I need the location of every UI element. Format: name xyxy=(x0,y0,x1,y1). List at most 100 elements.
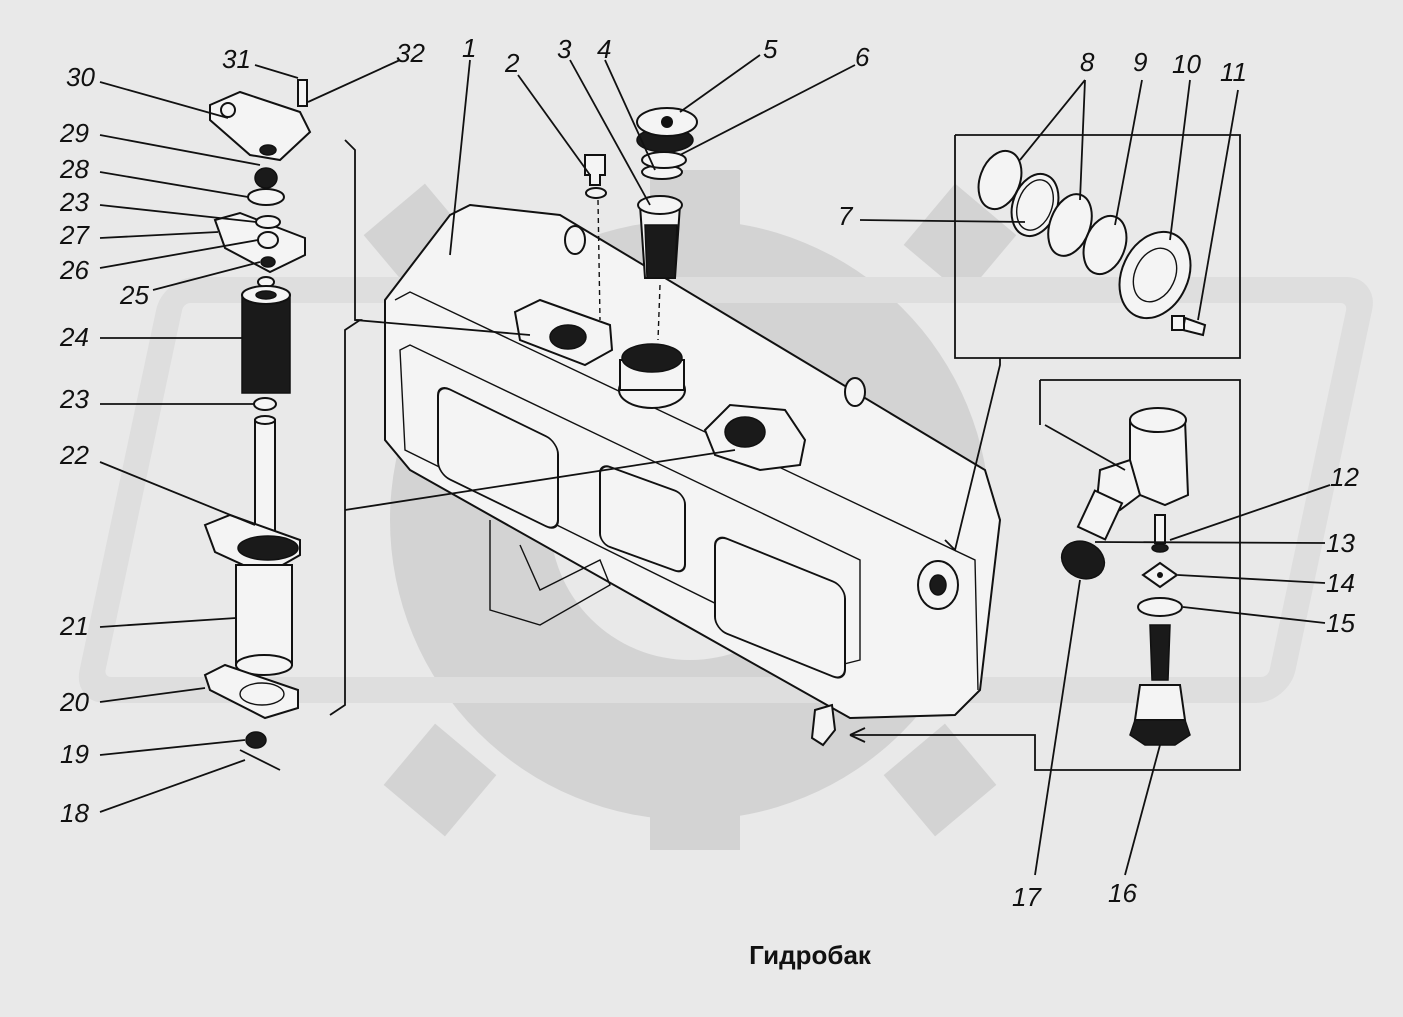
tank-bracket xyxy=(489,520,611,626)
leader-4 xyxy=(604,59,656,171)
leader-19 xyxy=(99,739,246,756)
leader-11 xyxy=(1197,89,1239,321)
callout-13: 13 xyxy=(1326,528,1355,558)
callout-3: 3 xyxy=(557,34,572,64)
arrow-head xyxy=(849,727,866,743)
callout-9: 9 xyxy=(1133,47,1147,77)
leader-14 xyxy=(1177,574,1326,584)
mounting-line xyxy=(329,139,363,716)
callout-32: 32 xyxy=(396,38,425,68)
leader-5 xyxy=(679,54,761,113)
strainer-mesh xyxy=(644,224,678,279)
leader-29 xyxy=(99,134,261,166)
callout-11: 11 xyxy=(1220,57,1247,87)
washer-23 xyxy=(255,215,281,229)
filler-neck-top xyxy=(621,343,683,373)
pin-18 xyxy=(239,749,281,771)
cover-30-hole xyxy=(220,102,236,118)
filter-element-core xyxy=(255,290,277,300)
callout-16: 16 xyxy=(1108,878,1137,908)
flange-10-inner xyxy=(1132,247,1178,303)
washer-2 xyxy=(585,187,607,199)
callout-20: 20 xyxy=(59,687,89,717)
watermark-gear-tooth xyxy=(650,780,740,850)
inset-diag xyxy=(1044,424,1126,471)
leader-12 xyxy=(1169,484,1331,541)
callout-6: 6 xyxy=(855,42,870,72)
washer-13 xyxy=(1151,543,1169,553)
glass-7-inner xyxy=(1016,179,1054,231)
leader-20 xyxy=(99,687,206,703)
inset-frame xyxy=(944,134,1241,552)
bolt-12 xyxy=(1154,514,1166,544)
leader-15 xyxy=(1182,606,1326,624)
screw-11-head xyxy=(1171,315,1185,331)
ring-15 xyxy=(1137,597,1183,617)
gasket-28 xyxy=(247,188,285,206)
callout-7: 7 xyxy=(838,201,854,231)
tank-panel-window xyxy=(714,536,846,679)
leader-7 xyxy=(859,219,1026,223)
tank-edge xyxy=(394,291,979,691)
watermark-logo-frame xyxy=(78,277,1373,703)
callout-26: 26 xyxy=(59,255,89,285)
tank-panel-window xyxy=(599,465,686,573)
callout-25: 25 xyxy=(119,280,149,310)
plug-16-hex xyxy=(1129,719,1191,746)
tank-lug xyxy=(564,225,586,255)
callout-17: 17 xyxy=(1012,882,1042,912)
leader-10 xyxy=(1169,79,1191,241)
callout-12: 12 xyxy=(1330,462,1359,492)
filter-element-24 xyxy=(241,294,291,394)
callout-21: 21 xyxy=(59,611,89,641)
tank-panel-outer xyxy=(399,344,861,666)
inset-sight-glass xyxy=(944,134,1241,552)
watermark-gear-tooth xyxy=(383,723,497,837)
axis-2 xyxy=(597,199,601,321)
bolt-32 xyxy=(297,79,308,107)
leader-28 xyxy=(99,171,249,198)
inset-drain-valve xyxy=(849,379,1241,771)
callout-1: 1 xyxy=(462,33,476,63)
filter-opening xyxy=(549,324,587,350)
nut-19 xyxy=(245,731,267,749)
leader-return xyxy=(344,449,736,511)
tank-body xyxy=(329,139,1002,747)
strainer-rim xyxy=(637,195,683,215)
leader-lines xyxy=(99,54,1331,876)
gasket-20-hole xyxy=(239,682,285,706)
leader-30 xyxy=(99,81,229,119)
axis-3 xyxy=(657,284,661,341)
leader-27 xyxy=(99,231,219,239)
leader-22 xyxy=(99,461,256,526)
lens-9 xyxy=(1082,214,1128,276)
valve-body-top xyxy=(1129,407,1187,433)
leader-8 xyxy=(1019,79,1086,201)
diagram-caption: Гидробак xyxy=(749,940,871,970)
cap-5-center xyxy=(661,116,673,128)
leader-13 xyxy=(1094,541,1326,544)
tank-panel-window xyxy=(437,387,559,529)
bolt-2 xyxy=(584,154,606,186)
leader-filter xyxy=(354,319,531,336)
leader-31 xyxy=(254,64,299,79)
flange-21-opening xyxy=(237,535,299,561)
ring-23 xyxy=(253,397,277,411)
leader-6 xyxy=(679,64,856,156)
leader-21 xyxy=(99,617,237,628)
callout-15: 15 xyxy=(1326,608,1355,638)
spring-26 xyxy=(257,231,279,249)
housing-21-bottom xyxy=(235,654,293,676)
callout-23-top: 23 xyxy=(59,187,89,217)
watermark-gear-tooth xyxy=(883,723,997,837)
return-opening xyxy=(724,416,766,448)
callout-29: 29 xyxy=(59,118,89,148)
drain-fitting xyxy=(810,703,837,747)
callout-14: 14 xyxy=(1326,568,1355,598)
plate-14-hole xyxy=(1157,572,1163,578)
callout-18: 18 xyxy=(60,798,89,828)
callout-19: 19 xyxy=(60,739,89,769)
inset-frame-2 xyxy=(850,379,1241,771)
